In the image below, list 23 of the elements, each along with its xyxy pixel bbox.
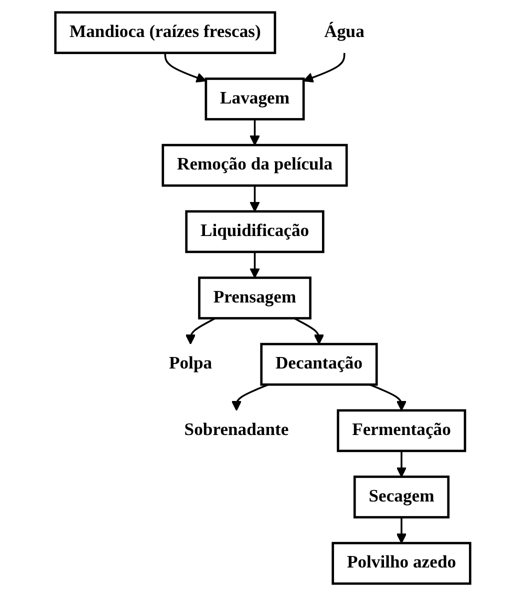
arrow [250, 186, 260, 212]
node-box [354, 476, 450, 518]
arrow [294, 317, 324, 345]
arrow [396, 517, 407, 544]
node-text: Polpa [169, 354, 212, 374]
node-box [260, 342, 378, 386]
arrow [250, 119, 260, 146]
arrow [369, 384, 407, 411]
arrow [303, 52, 346, 83]
node-box [198, 276, 312, 320]
node-box [332, 542, 472, 585]
arrow [250, 252, 260, 278]
node-box [205, 78, 305, 120]
arrow [396, 450, 407, 478]
node-box [54, 11, 276, 54]
arrow [186, 317, 216, 345]
node-box [185, 210, 325, 254]
node-text: Água [324, 22, 365, 42]
node-box [337, 409, 466, 452]
arrow [164, 52, 207, 83]
node-box [162, 144, 348, 187]
flowchart-drawing: Mandioca (raízes frescas) Água Lavagem Remoção da película Liquidificação Prensagem Polpa Decantação Sobrenadante Fermentação Secagem Polvilho azedo [46, 3, 480, 593]
node-text: Sobrenadante [184, 420, 289, 440]
